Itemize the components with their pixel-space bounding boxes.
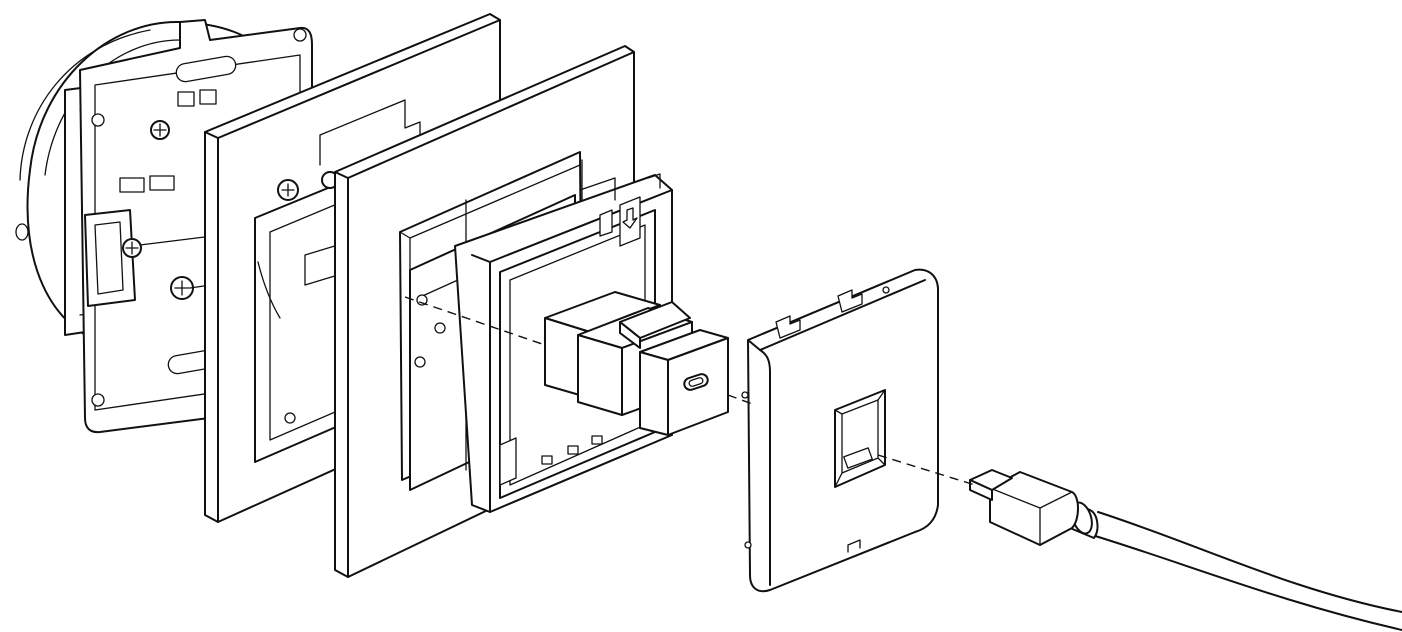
usb-c-cable: [969, 469, 1402, 631]
cover-plate: [741, 268, 939, 593]
assembly-axis: [404, 296, 976, 486]
usb-c-module: [544, 291, 729, 436]
